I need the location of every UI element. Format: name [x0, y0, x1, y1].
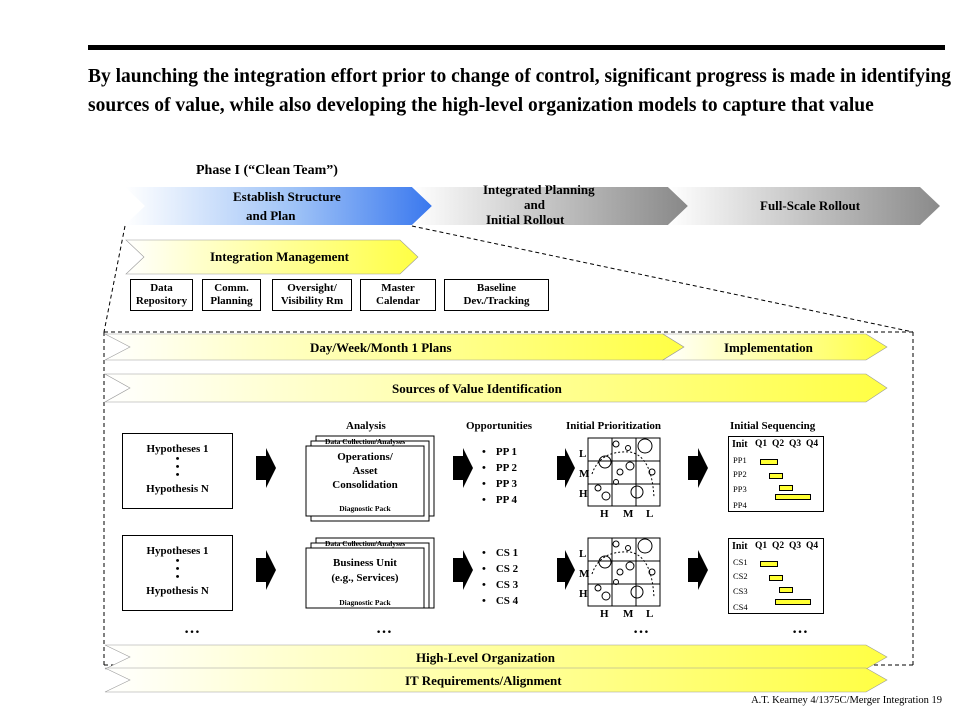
- hypotheses-box: Hypotheses 1 ••• Hypothesis N: [122, 433, 233, 509]
- headline: By launching the integration effort prio…: [88, 66, 952, 116]
- im-comm-planning: Comm.Planning: [202, 279, 261, 311]
- block-arrow: [256, 448, 708, 488]
- analysis-tab: Data Collection/Analyses: [325, 437, 406, 446]
- phase-arrow-establish: [125, 187, 432, 225]
- footer: A.T. Kearney 4/1375C/Merger Integration …: [751, 695, 942, 706]
- integrated-label-2: and: [524, 197, 545, 212]
- block-arrow: [256, 550, 708, 590]
- diagnostic-pack: Diagnostic Pack: [339, 598, 391, 607]
- matrix-x-label: L: [646, 608, 654, 620]
- header-sequencing: Initial Sequencing: [730, 420, 816, 432]
- header-opportunities: Opportunities: [466, 420, 533, 432]
- phase-label: Phase I (“Clean Team”): [196, 163, 338, 178]
- matrix-y-label: M: [579, 568, 590, 580]
- matrix-y-label: L: [579, 548, 587, 560]
- integrated-label-1: Integrated Planning: [483, 182, 595, 197]
- implementation-label: Implementation: [724, 340, 813, 355]
- ellipsis: …: [792, 620, 808, 637]
- top-rule: [88, 45, 945, 50]
- it-requirements-label: IT Requirements/Alignment: [405, 673, 562, 688]
- analysis-tab: Data Collection/Analyses: [325, 539, 406, 548]
- matrix-y-label: L: [579, 448, 587, 460]
- ellipsis: …: [376, 620, 392, 637]
- matrix-x-label: L: [646, 508, 654, 520]
- establish-label-1: Establish Structure: [233, 189, 341, 204]
- integration-management-title: Integration Management: [210, 249, 350, 264]
- hypotheses-box: Hypotheses 1 ••• Hypothesis N: [122, 535, 233, 611]
- phase-arrow-integrated: [412, 187, 688, 225]
- plans-label: Day/Week/Month 1 Plans: [310, 340, 452, 355]
- integrated-label-3: Initial Rollout: [486, 212, 565, 227]
- ellipsis: …: [184, 620, 200, 637]
- matrix-y-label: M: [579, 468, 590, 480]
- it-requirements-chevron: [104, 667, 888, 693]
- matrix-x-label: M: [623, 508, 634, 520]
- prioritization-matrix: [587, 437, 661, 507]
- diagnostic-pack: Diagnostic Pack: [339, 504, 391, 513]
- phase-arrow-fullscale: [668, 187, 940, 225]
- matrix-y-label: H: [579, 588, 588, 600]
- opportunities-list: CS 1CS 2 CS 3CS 4: [482, 545, 518, 609]
- matrix-x-label: H: [600, 508, 609, 520]
- header-prioritization: Initial Prioritization: [566, 420, 662, 432]
- implementation-chevron: [661, 333, 888, 361]
- matrix-y-label: H: [579, 488, 588, 500]
- high-level-org-label: High-Level Organization: [416, 650, 556, 665]
- matrix-x-label: M: [623, 608, 634, 620]
- matrix-x-label: H: [600, 608, 609, 620]
- analysis-title: Business Unit(e.g., Services): [331, 557, 399, 584]
- establish-label-2: and Plan: [246, 208, 296, 223]
- ellipsis: …: [633, 620, 649, 637]
- fullscale-label: Full-Scale Rollout: [760, 198, 861, 213]
- header-analysis: Analysis: [346, 420, 386, 432]
- prioritization-matrix: [587, 537, 661, 607]
- opportunities-list: PP 1PP 2 PP 3PP 4: [482, 444, 517, 508]
- im-oversight: Oversight/Visibility Rm: [272, 279, 352, 311]
- sources-label: Sources of Value Identification: [392, 381, 562, 396]
- integration-management-chevron: [125, 239, 419, 275]
- sources-chevron: [103, 373, 888, 403]
